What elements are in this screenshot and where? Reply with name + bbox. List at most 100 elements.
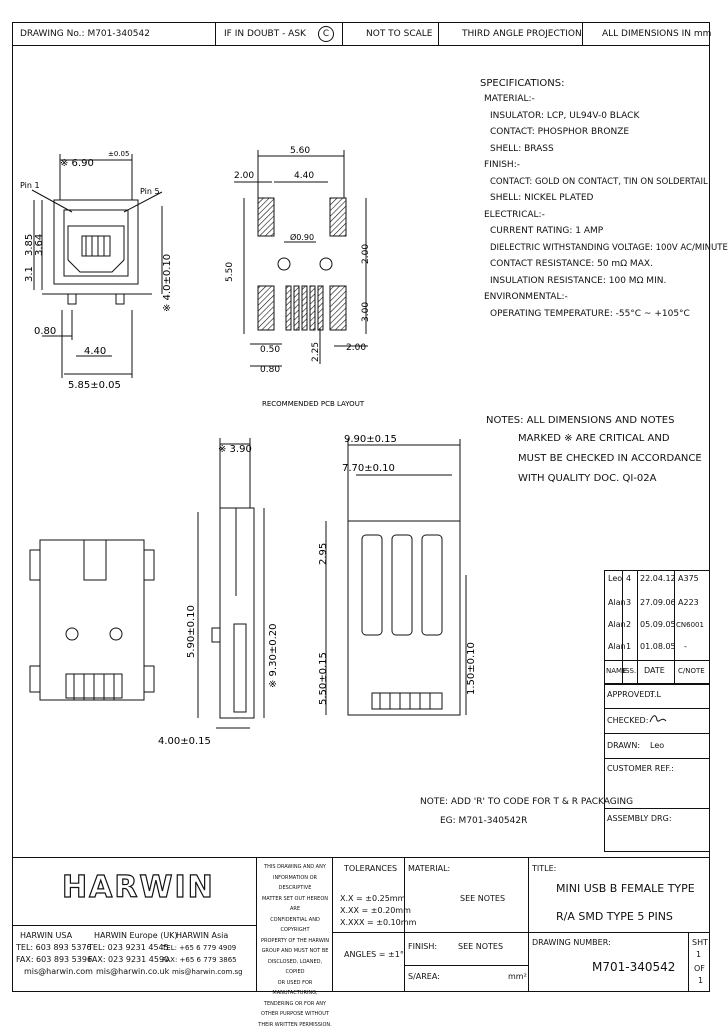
bottom-view-drawing <box>24 510 164 710</box>
dim-top-550: 5.50±0.15 <box>318 652 329 705</box>
title-line1: MINI USB B FEMALE TYPE <box>556 882 695 895</box>
rev-iss: 2 <box>626 620 631 630</box>
pin1-label: Pin 1 <box>20 181 40 190</box>
sheet-num: 1 <box>696 950 701 960</box>
dim-front-top: ※ 6.90 <box>60 158 94 169</box>
notes-line: MARKED ※ ARE CRITICAL AND <box>518 433 670 444</box>
legal-line: OR USED FOR MANUFACTURING, <box>258 978 332 999</box>
spec-line: CONTACT RESISTANCE: 50 mΩ MAX. <box>490 259 720 276</box>
notes-line: MUST BE CHECKED IN ACCORDANCE <box>518 453 702 464</box>
top-body <box>348 521 460 715</box>
shell-cutout <box>84 540 106 580</box>
locating-hole-right <box>320 258 332 270</box>
customer-ref-label: CUSTOMER REF.: <box>607 764 674 774</box>
office-tel: TEL: 603 893 5376 <box>16 943 92 953</box>
connector-insulator <box>68 226 124 272</box>
drawn-label: DRAWN: <box>607 741 640 751</box>
spec-line: MATERIAL:- <box>484 94 714 111</box>
dim-top-150: 1.50±0.10 <box>466 642 477 695</box>
dim-side-930: ※ 9.30±0.20 <box>268 624 279 688</box>
spec-line: CONTACT: GOLD ON CONTACT, TIN ON SOLDERT… <box>490 177 720 194</box>
dim-pcb-200: 2.00 <box>234 171 254 181</box>
dim-front-bottom: 5.85±0.05 <box>68 380 121 391</box>
drawing-number: M701-340542 <box>592 960 675 974</box>
legal-line: THEIR WRITTEN PERMISSION. <box>258 1020 332 1030</box>
sheet-of: OF <box>694 964 705 974</box>
title-line2: R/A SMD TYPE 5 PINS <box>556 910 673 923</box>
legal-line: OTHER PURPOSE WITHOUT <box>258 1009 332 1020</box>
packaging-note-line2: EG: M701-340542R <box>440 816 527 827</box>
dim-front-right: ※ 4.0±0.10 <box>162 254 173 312</box>
dim-front-top-tol: ±0.05 <box>108 150 129 158</box>
sheet-label: SHT <box>692 938 708 948</box>
tolerance-line: X.X = ±0.25mm <box>340 894 405 904</box>
harwin-logo: HARWIN <box>62 870 215 905</box>
rev-name: Alan <box>608 642 626 652</box>
if-in-doubt-header: IF IN DOUBT - ASK <box>224 29 306 40</box>
legal-line: TENDERING OR FOR ANY <box>258 999 332 1010</box>
approved-label: APPROVED: <box>607 690 653 700</box>
legal-line: DISCLOSED, LOANED, COPIED <box>258 957 332 978</box>
rev-date: 27.09.06 <box>640 598 676 608</box>
spec-line: ENVIRONMENTAL:- <box>484 292 714 309</box>
spec-line: DIELECTRIC WITHSTANDING VOLTAGE: 100V AC… <box>490 243 720 260</box>
notes-line: NOTES: ALL DIMENSIONS AND NOTES <box>486 415 674 426</box>
dim-pcb-hole: Ø0.90 <box>290 232 314 242</box>
side-view-drawing: ※ 3.90 5.90±0.10 ※ 9.30±0.20 4.00±0.15 <box>150 428 300 758</box>
dimensions-header: ALL DIMENSIONS IN mm <box>602 29 711 40</box>
signal-pad <box>302 286 307 330</box>
title-label: TITLE: <box>532 864 556 874</box>
signal-pad <box>318 286 323 330</box>
tolerance-line: X.XXX = ±0.10mm <box>340 918 416 928</box>
dim-front-080: 0.80 <box>34 326 56 337</box>
rev-header-date: DATE <box>644 666 665 676</box>
office-email: mis@harwin.com.sg <box>172 967 243 977</box>
dim-pcb-080: 0.80 <box>260 365 280 375</box>
pin5-label: Pin 5 <box>140 187 160 196</box>
rev-iss: 1 <box>626 642 631 652</box>
side-contact <box>234 624 246 712</box>
legal-line: GROUP AND MUST NOT BE <box>258 946 332 957</box>
approved-value: T.L <box>650 690 661 700</box>
angles-line: ANGLES = ±1° <box>344 950 404 960</box>
rev-date: 05.09.05 <box>640 620 676 630</box>
leader-pin1 <box>32 190 72 212</box>
drawn-value: Leo <box>650 741 664 751</box>
signal-pad <box>286 286 291 330</box>
dim-side-390: ※ 3.90 <box>218 444 252 455</box>
shell-outline <box>40 540 144 700</box>
dim-top-990: 9.90±0.15 <box>344 434 397 445</box>
dim-pcb-440: 4.40 <box>294 171 314 181</box>
boss-right <box>110 628 122 640</box>
signal-pad <box>294 286 299 330</box>
top-slot-right <box>422 535 442 635</box>
top-pins <box>372 693 442 709</box>
dim-pcb-left-small: 3.00 <box>361 302 371 322</box>
dim-front-left-c: 3.64 <box>34 234 45 256</box>
spec-line: CONTACT: PHOSPHOR BRONZE <box>490 127 720 144</box>
rev-name: Leo <box>608 574 622 584</box>
boss-left <box>66 628 78 640</box>
notes-line: WITH QUALITY DOC. QI-02A <box>518 473 657 484</box>
dim-top-770: 7.70±0.10 <box>342 463 395 474</box>
spec-line: CURRENT RATING: 1 AMP <box>490 226 720 243</box>
shell-pad <box>258 286 274 330</box>
pcb-caption: RECOMMENDED PCB LAYOUT <box>262 400 365 408</box>
material-label: MATERIAL: <box>408 864 450 874</box>
rev-change: A223 <box>678 598 699 608</box>
dim-side-400: 4.00±0.15 <box>158 736 211 747</box>
office-name: HARWIN USA <box>20 931 72 941</box>
rev-name: Alan <box>608 598 626 608</box>
header-divider <box>215 22 216 46</box>
shell-pad <box>330 286 346 330</box>
legal-notice: THIS DRAWING AND ANY INFORMATION OR DESC… <box>258 862 332 1030</box>
packaging-note-line1: NOTE: ADD 'R' TO CODE FOR T & R PACKAGIN… <box>420 797 633 808</box>
shell-pad <box>258 198 274 236</box>
sarea-label: S/AREA: <box>408 972 440 982</box>
legal-line: CONFIDENTIAL AND COPYRIGHT <box>258 915 332 936</box>
signal-pad <box>310 286 315 330</box>
sarea-unit: mm² <box>508 972 527 982</box>
specifications-list: MATERIAL:- INSULATOR: LCP, UL94V-0 BLACK… <box>484 94 714 325</box>
locating-hole-left <box>278 258 290 270</box>
spec-line: FINISH:- <box>484 160 714 177</box>
